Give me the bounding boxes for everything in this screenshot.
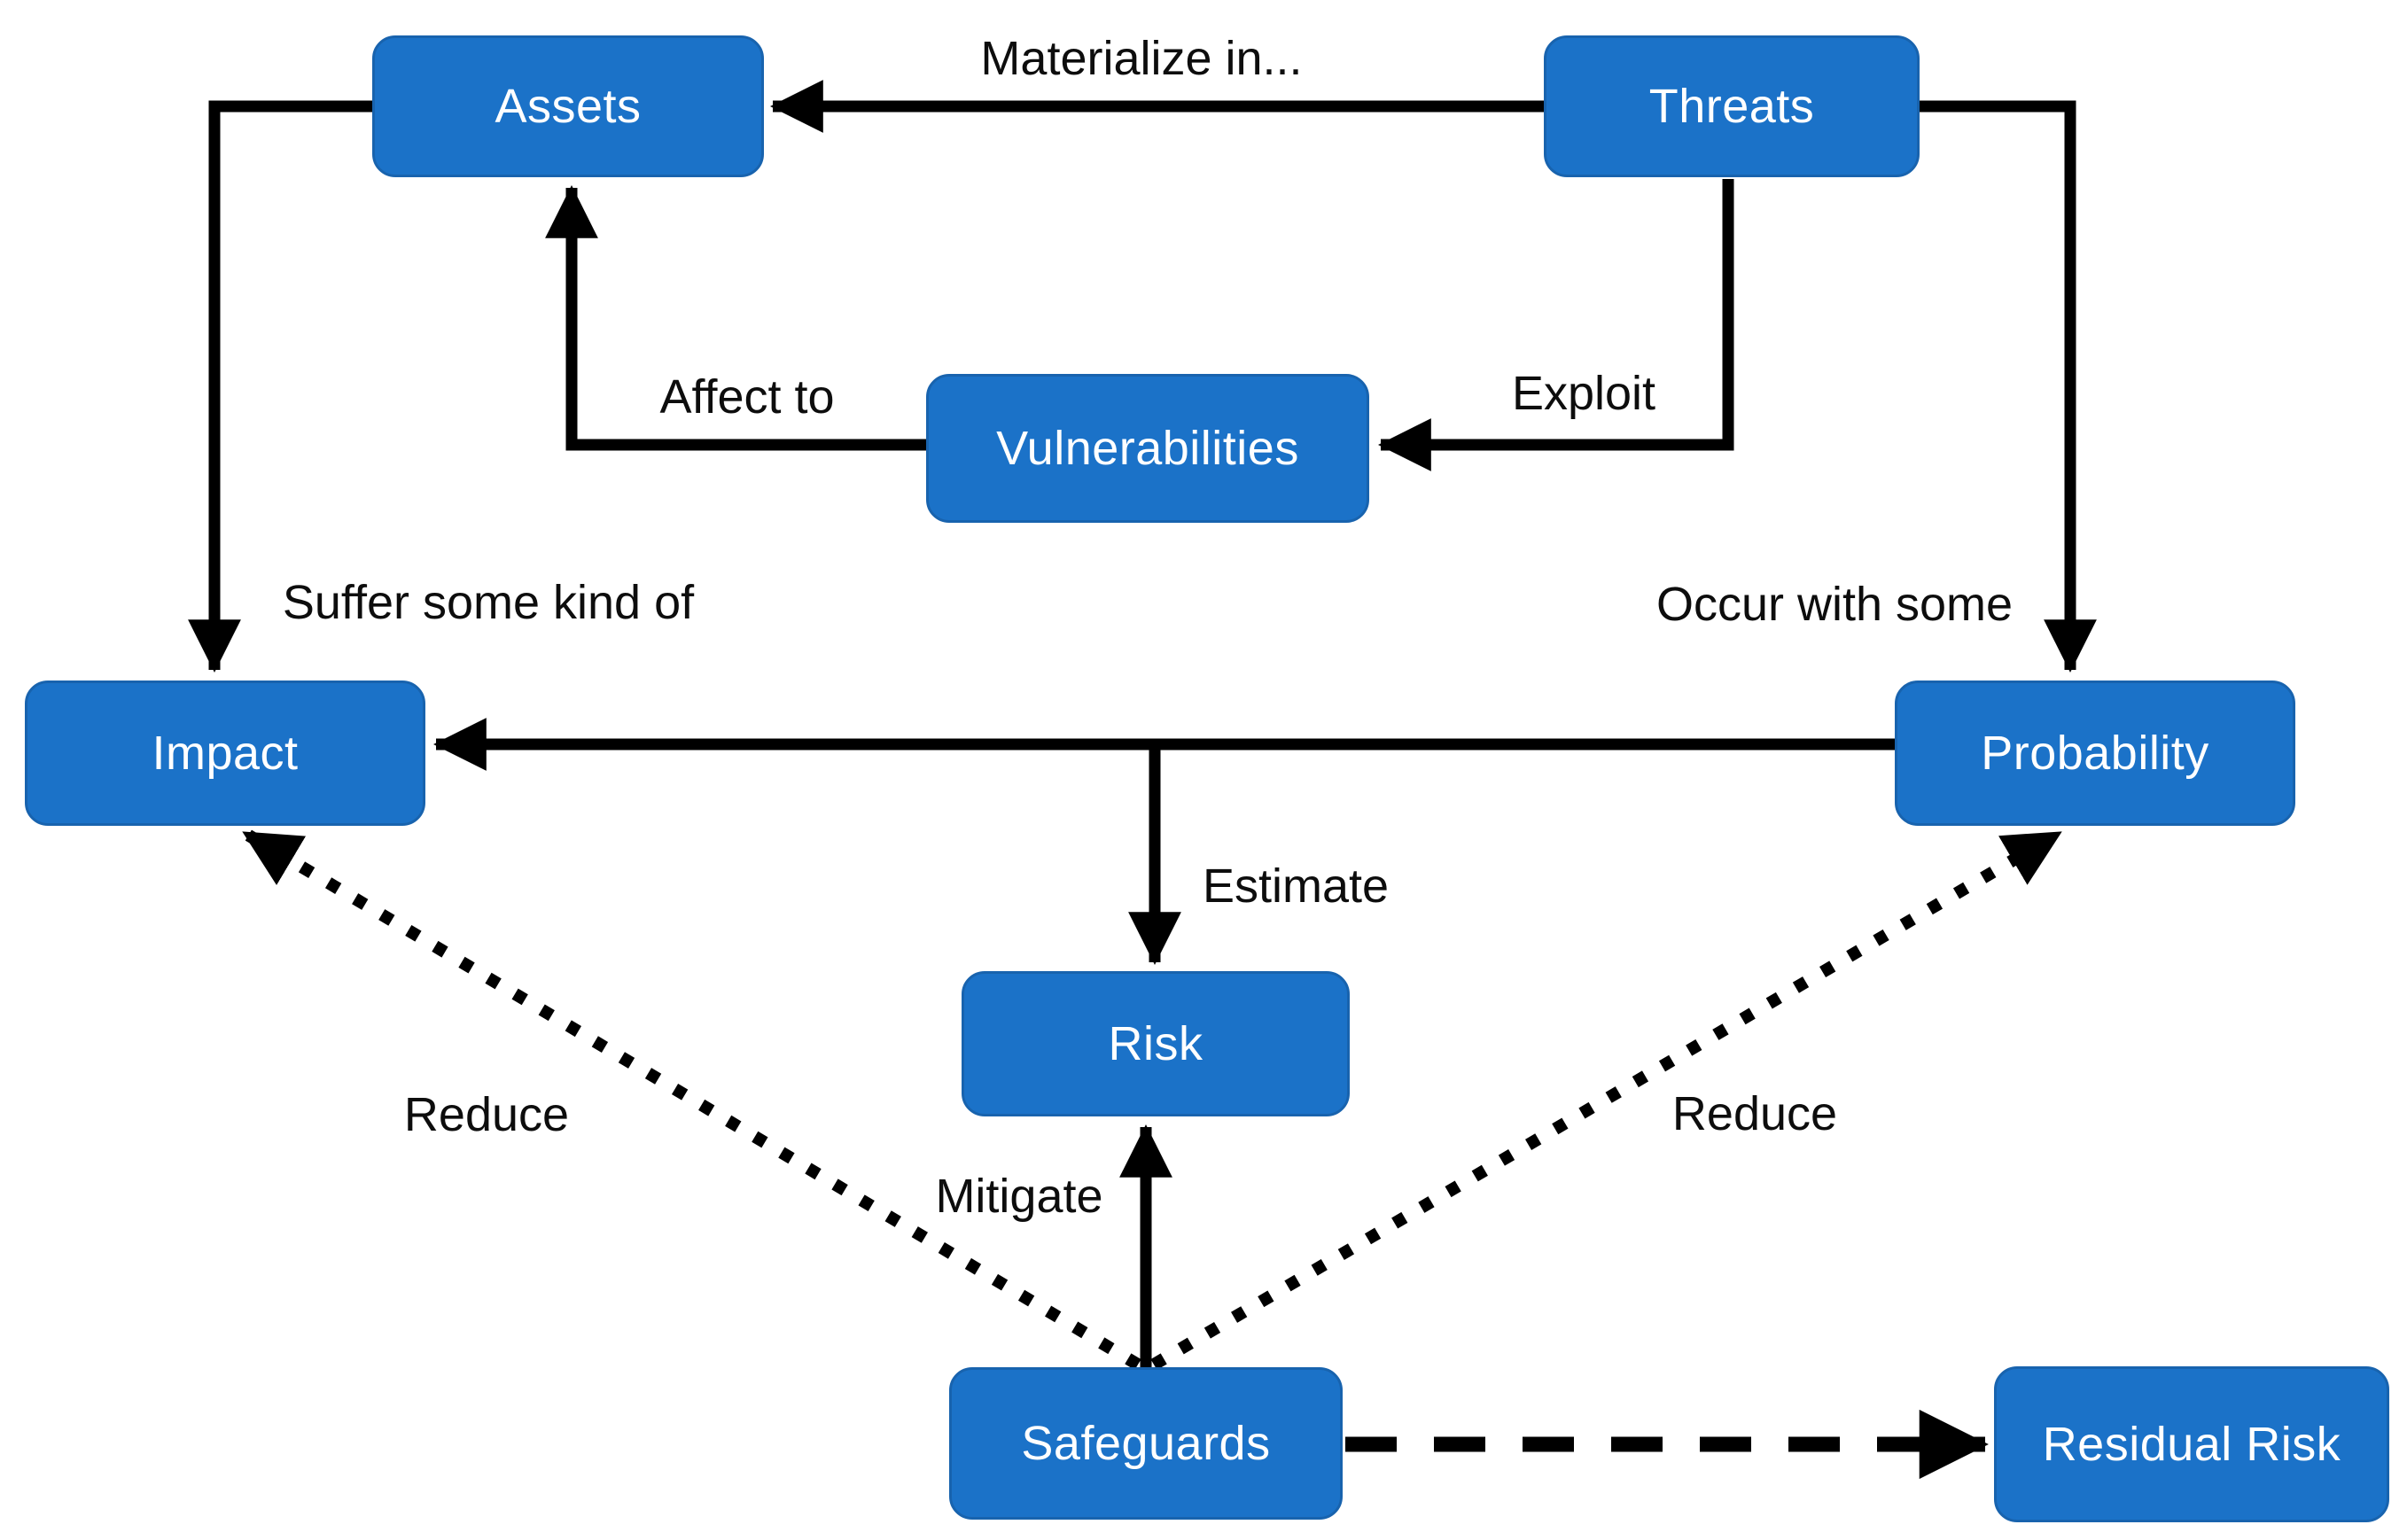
node-vulnerabilities: Vulnerabilities — [926, 374, 1369, 523]
node-risk: Risk — [962, 971, 1350, 1116]
node-assets-label: Assets — [495, 80, 642, 133]
node-safeguards-label: Safeguards — [1021, 1417, 1271, 1470]
edge-label-suffer-some-kind-of: Suffer some kind of — [282, 576, 695, 629]
node-residual-risk-label: Residual Risk — [2042, 1418, 2341, 1471]
node-impact-label: Impact — [152, 727, 299, 780]
edge-label-affect-to: Affect to — [659, 370, 835, 424]
edge-label-exploit: Exploit — [1511, 367, 1656, 420]
node-probability: Probability — [1895, 681, 2295, 826]
edge-safeguards-to-probability-dotted — [1150, 827, 2063, 1371]
edge-label-materialize-in: Materialize in... — [980, 32, 1303, 85]
edge-threats-to-vulnerabilities — [1378, 179, 1734, 471]
edge-label-estimate: Estimate — [1202, 859, 1390, 913]
edge-label-mitigate: Mitigate — [935, 1170, 1103, 1223]
node-impact: Impact — [25, 681, 425, 826]
edge-vulnerabilities-to-assets — [545, 185, 926, 451]
edge-assets-to-impact — [188, 100, 376, 673]
edge-label-reduce-right: Reduce — [1671, 1087, 1838, 1140]
node-residual-risk: Residual Risk — [1994, 1366, 2389, 1522]
edge-threats-to-probability — [1918, 100, 2097, 673]
node-assets: Assets — [372, 35, 764, 177]
edge-label-occur-with-some: Occur with some — [1655, 578, 2014, 631]
edge-label-reduce-left: Reduce — [403, 1088, 570, 1141]
node-safeguards: Safeguards — [949, 1367, 1343, 1520]
node-threats-label: Threats — [1648, 80, 1815, 133]
node-probability-label: Probability — [1981, 727, 2209, 780]
node-threats: Threats — [1544, 35, 1920, 177]
node-vulnerabilities-label: Vulnerabilities — [996, 422, 1299, 475]
node-risk-label: Risk — [1108, 1017, 1204, 1070]
